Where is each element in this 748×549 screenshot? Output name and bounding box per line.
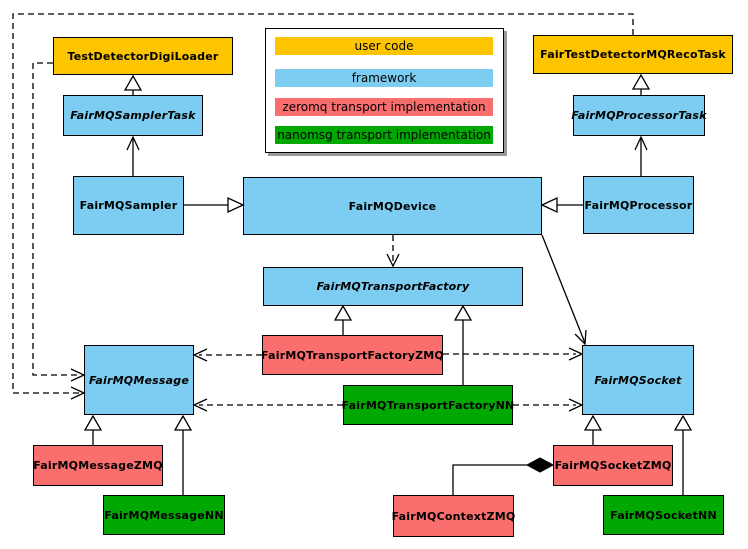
class-box-fairmq-processor: FairMQProcessor [583,176,694,234]
edge-inheritance-socketzmq-socket [583,414,603,445]
class-box-fairmq-device: FairMQDevice [243,177,542,235]
dependency-arrowhead [568,398,584,412]
edge-inheritance-factoryzmq-factory [333,304,353,335]
open-arrowhead [574,329,587,346]
inheritance-arrowhead [83,414,103,431]
edge-composition-socketzmq-contextzmq [452,457,555,495]
class-box-fairmq-transport-factory: FairMQTransportFactory [263,267,523,306]
edge-inheritance-socketnn-socket [673,414,693,495]
dependency-arrowhead [386,253,400,268]
inheritance-arrowhead [540,196,558,214]
class-box-fairmq-sampler: FairMQSampler [73,176,184,235]
class-box-fairmq-socket-zmq: FairMQSocketZMQ [553,445,673,486]
edge-dependency-factoryzmq-socket [443,347,584,361]
class-box-test-detector-digi-loader: TestDetectorDigiLoader [53,37,233,75]
edge-arrow-sampler-samplertask [126,135,140,176]
edge-arrow-device-socket [541,234,587,346]
dependency-arrowhead [70,386,86,400]
edge-inheritance-messagenn-message [173,414,193,495]
inheritance-arrowhead [173,414,193,431]
inheritance-arrowhead [227,196,245,214]
class-box-fair-test-detector-mq-reco-task: FairTestDetectorMQRecoTask [533,35,733,74]
class-box-fairmq-context-zmq: FairMQContextZMQ [392,495,515,537]
inheritance-arrowhead [453,304,473,321]
legend-item-zeromq: zeromq transport implementation [275,98,493,116]
inheritance-arrowhead [631,73,651,90]
class-box-fairmq-processor-task: FairMQProcessorTask [571,95,706,136]
legend: user code framework zeromq transport imple… [265,28,504,153]
inheritance-arrowhead [583,414,603,431]
dependency-arrowhead [70,368,86,382]
class-box-fairmq-message: FairMQMessage [84,345,194,415]
legend-item-framework: framework [275,69,493,87]
edge-inheritance-processor-device [540,196,583,214]
class-box-fairmq-sampler-task: FairMQSamplerTask [63,95,203,136]
edge-dependency-factorynn-message [192,398,343,412]
inheritance-arrowhead [123,74,143,91]
open-arrowhead [634,135,648,151]
legend-item-nanomsg: nanomsg transport implementation [275,126,493,144]
dependency-arrowhead [568,347,584,361]
class-box-fairmq-transport-factory-nn: FairMQTransportFactoryNN [342,385,514,425]
class-box-fairmq-message-zmq: FairMQMessageZMQ [33,445,163,486]
edge-dependency-device-transportfactory [386,235,400,268]
composition-diamond [525,457,555,473]
class-box-fairmq-message-nn: FairMQMessageNN [103,495,225,535]
edge-inheritance-sampler-device [184,196,245,214]
class-box-fairmq-socket: FairMQSocket [582,345,694,415]
edge-inheritance-factorynn-factory [453,304,473,385]
inheritance-arrowhead [673,414,693,431]
edge-inheritance-messagezmq-message [83,414,103,445]
edge-dependency-factoryzmq-message [192,348,262,362]
edge-arrow-processor-processortask [634,135,648,176]
dependency-arrowhead [192,348,208,362]
open-arrowhead [126,135,140,151]
class-box-fairmq-transport-factory-zmq: FairMQTransportFactoryZMQ [261,335,444,375]
edge-inheritance-processortask-recotask [631,73,651,95]
legend-item-user_code: user code [275,37,493,55]
dependency-arrowhead [192,398,208,412]
inheritance-arrowhead [333,304,353,321]
edge-dependency-factorynn-socket [513,398,584,412]
edge-inheritance-samplertask-digiloader [123,74,143,95]
class-box-fairmq-socket-nn: FairMQSocketNN [603,495,724,535]
